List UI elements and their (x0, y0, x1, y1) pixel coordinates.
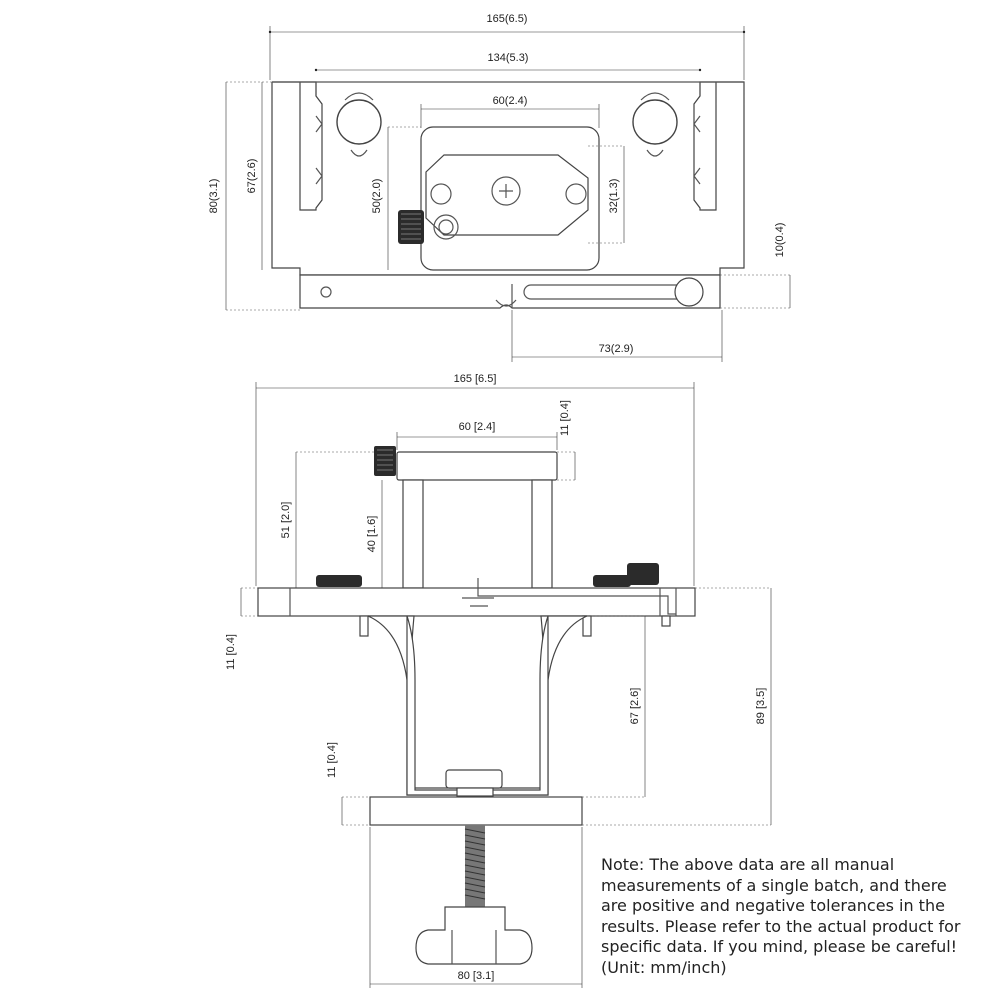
side-clamp-body (367, 615, 588, 796)
side-left-post (402, 479, 424, 589)
dim-top-rail-length: 73(2.9) (599, 343, 634, 355)
left-knob (336, 99, 382, 145)
dim-top-width-inner: 134(5.3) (488, 52, 529, 64)
dim-side-plate-width: 60 [2.4] (459, 421, 496, 433)
right-knob (632, 99, 678, 145)
qr-clamp (425, 154, 589, 236)
side-top-knob (374, 446, 396, 476)
side-clamp-handle (415, 906, 533, 965)
top-view: 165(6.5) 134(5.3) 60(2.4) 80(3.1) 67(2.6… (208, 13, 791, 362)
dim-side-deck-thickness: 11 [0.4] (225, 634, 237, 670)
side-deck-knob-left (316, 575, 362, 587)
center-screw (491, 176, 521, 206)
side-thumb-nut (445, 769, 503, 789)
dim-side-jaw-thickness: 11 [0.4] (326, 742, 338, 778)
side-lock-knob (627, 563, 659, 585)
dim-top-height-body: 67(2.6) (246, 159, 258, 194)
dim-top-mount-height: 32(1.3) (608, 179, 620, 214)
dim-top-plate-height: 50(2.0) (371, 179, 383, 214)
dim-side-clamp-overall-height: 89 [3.5] (755, 688, 767, 725)
dim-side-plate-thickness: 11 [0.4] (559, 400, 571, 436)
dim-top-height-overall: 80(3.1) (208, 179, 220, 214)
dim-side-post-height: 40 [1.6] (366, 516, 378, 553)
dim-top-width-overall: 165(6.5) (487, 13, 528, 25)
side-top-plate (396, 451, 558, 481)
dim-top-plate-width: 60(2.4) (493, 95, 528, 107)
dim-side-width-overall: 165 [6.5] (454, 373, 497, 385)
side-deck (257, 587, 696, 617)
side-deck-knob-right (593, 575, 631, 587)
sliding-rail (299, 274, 721, 309)
dim-top-rail-height: 10(0.4) (774, 223, 786, 258)
side-view: 165 [6.5] 60 [2.4] 11 [0.4] 51 [2.0] 40 … (225, 373, 772, 988)
dim-side-riser-height: 51 [2.0] (280, 502, 292, 539)
side-right-post (531, 479, 553, 589)
measurement-note: Note: The above data are all manual meas… (601, 855, 961, 977)
side-clamp-jaw (369, 796, 583, 826)
dim-side-clamp-body-height: 67 [2.6] (629, 688, 641, 725)
dim-side-jaw-width: 80 [3.1] (458, 970, 495, 982)
rail-knob (674, 277, 704, 307)
